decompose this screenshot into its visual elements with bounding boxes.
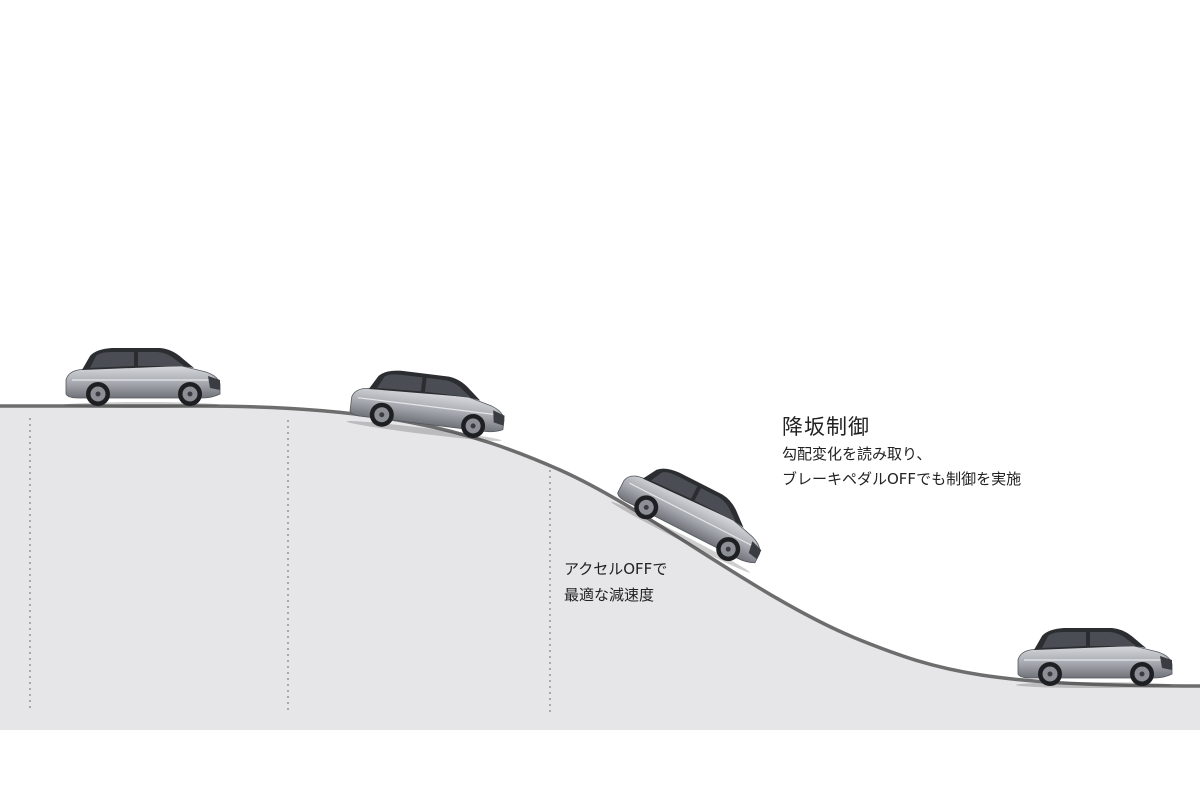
- suv-car-icon: [63, 347, 221, 409]
- ground-area: [0, 406, 1200, 730]
- suv-car-icon: [1015, 627, 1173, 689]
- downhill-control-line-1: 勾配変化を読み取り、: [782, 445, 932, 463]
- accelerator-off-line-1: アクセルOFFで: [564, 560, 668, 578]
- downhill-control-line-2: ブレーキペダルOFFでも制御を実施: [782, 470, 1022, 488]
- downhill-control-label: 降坂制御 勾配変化を読み取り、 ブレーキペダルOFFでも制御を実施: [782, 412, 1021, 492]
- downhill-control-heading: 降坂制御: [782, 415, 870, 439]
- accelerator-off-line-2: 最適な減速度: [564, 586, 655, 604]
- accelerator-off-label: アクセルOFFで 最適な減速度: [564, 556, 667, 608]
